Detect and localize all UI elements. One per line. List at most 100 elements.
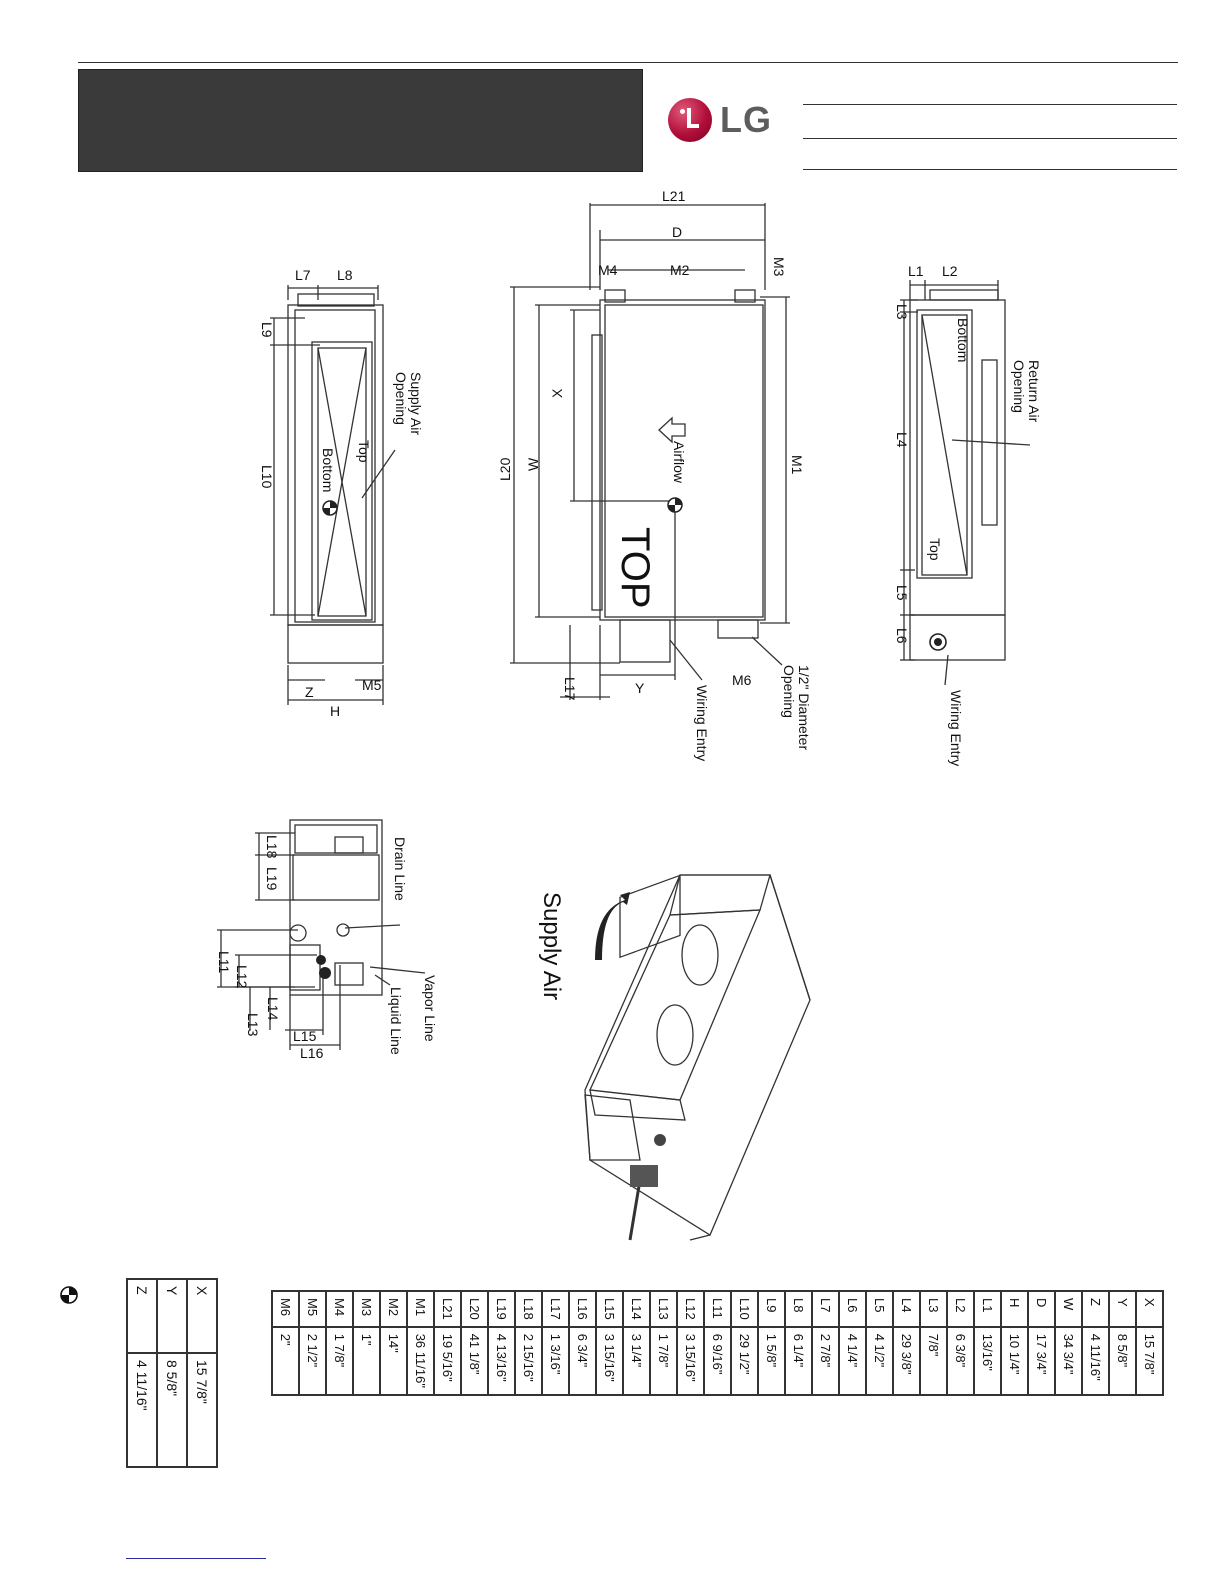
label-L2: L2 [942, 263, 958, 279]
dimension-key: L9 [758, 1291, 785, 1327]
label-Z: Z [305, 684, 314, 700]
label-L14: L14 [265, 997, 281, 1021]
dimension-key: X [1136, 1291, 1163, 1327]
dimension-key: M1 [407, 1291, 434, 1327]
label-Y: Y [635, 680, 645, 696]
dimension-value: 36 11/16" [407, 1326, 434, 1395]
dimension-key: L17 [542, 1291, 569, 1327]
label-L16: L16 [300, 1045, 324, 1061]
dimension-value: 8 5/8" [1109, 1326, 1136, 1395]
label-L4: L4 [894, 432, 910, 448]
label-airflow: Airflow [671, 441, 687, 484]
label-L19: L19 [264, 867, 280, 891]
label-M6: M6 [732, 672, 752, 688]
dimension-value: 4 11/16" [1082, 1326, 1109, 1395]
label-wiring-entry: Wiring Entry [948, 690, 964, 766]
piping-view-drawing: L18 L19 L11 L12 L13 L14 L15 L16 Drain Li… [216, 819, 438, 1061]
dimension-value: 1 3/16" [542, 1326, 569, 1395]
label-D: D [672, 224, 682, 240]
header-rule-3 [803, 169, 1177, 170]
isometric-view-drawing: Supply Air [538, 874, 811, 1241]
dimension-key: Y [157, 1279, 187, 1353]
dimension-key: Y [1109, 1291, 1136, 1327]
dimension-value: 7/8" [920, 1326, 947, 1395]
dimension-value: 13/16" [974, 1326, 1001, 1395]
label-M5: M5 [362, 677, 382, 693]
dimension-key: L7 [812, 1291, 839, 1327]
label-return-opening: Opening [1011, 360, 1027, 413]
dimension-value: 4 13/16" [488, 1326, 515, 1395]
dimension-value: 3 15/16" [596, 1326, 623, 1395]
side-view-return-drawing: L1 L2 L3 L4 L5 L6 Bottom Return Air Open… [894, 263, 1042, 766]
dimension-key: L8 [785, 1291, 812, 1327]
label-top: Top [356, 440, 372, 463]
dimension-key: M6 [272, 1291, 299, 1327]
lg-logo-icon [668, 98, 712, 142]
label-L10: L10 [259, 465, 275, 489]
dimension-value: 1 5/8" [758, 1326, 785, 1395]
label-L18: L18 [264, 835, 280, 859]
dimension-key: L11 [704, 1291, 731, 1327]
label-wiring-entry: Wiring Entry [694, 685, 710, 761]
dimension-key: Z [1082, 1291, 1109, 1327]
dimension-value: 2" [272, 1326, 299, 1395]
label-L12: L12 [234, 965, 250, 989]
dimension-key: M5 [299, 1291, 326, 1327]
label-diameter: 1/2" Diameter [796, 665, 812, 750]
dimension-key: L3 [920, 1291, 947, 1327]
dimension-value: 1" [353, 1326, 380, 1395]
dimension-key: M4 [326, 1291, 353, 1327]
label-top-big: TOP [613, 527, 657, 609]
dimension-value: 3 1/4" [623, 1326, 650, 1395]
label-L5: L5 [894, 585, 910, 601]
dimension-key: L13 [650, 1291, 677, 1327]
label-L20: L20 [497, 457, 513, 481]
label-L11: L11 [216, 951, 232, 974]
side-view-supply-drawing: L7 L8 Z M5 H L9 L10 Supply Air Opening T… [259, 267, 424, 719]
label-H: H [330, 703, 340, 719]
lg-logo: LG [668, 96, 778, 144]
label-L9: L9 [259, 322, 275, 338]
dimension-key: Z [127, 1279, 157, 1353]
label-return-air: Return Air [1026, 360, 1042, 423]
dimension-value: 41 1/8" [461, 1326, 488, 1395]
label-L3: L3 [894, 304, 910, 320]
footer-link-underline[interactable] [126, 1558, 266, 1559]
label-bottom: Bottom [320, 448, 336, 492]
dimension-key: L12 [677, 1291, 704, 1327]
dimension-key: M2 [380, 1291, 407, 1327]
dimension-value: 6 3/4" [569, 1326, 596, 1395]
dimension-value: 29 1/2" [731, 1326, 758, 1395]
dimension-value: 10 1/4" [1001, 1326, 1028, 1395]
header-rule-2 [803, 138, 1177, 139]
dimension-value: 1 7/8" [650, 1326, 677, 1395]
label-M4: M4 [598, 262, 618, 278]
label-supply-air-iso: Supply Air [538, 892, 565, 1000]
